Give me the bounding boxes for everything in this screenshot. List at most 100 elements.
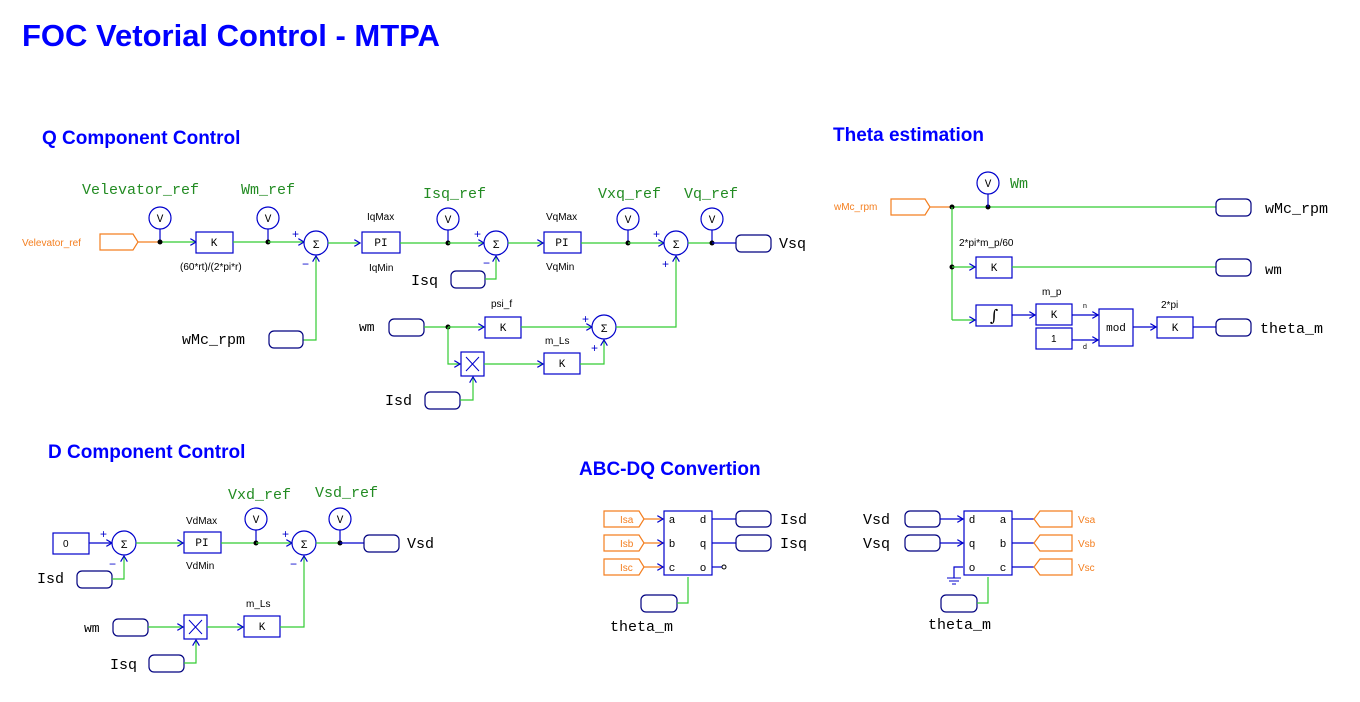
svg-text:o: o (700, 563, 707, 575)
goto-port-wmc-rpm[interactable] (268, 330, 304, 349)
svg-text:Σ: Σ (121, 540, 128, 552)
svg-text:c: c (669, 563, 676, 575)
goto-port-theta-m-out[interactable] (1215, 318, 1252, 337)
svg-text:+: + (474, 227, 481, 241)
goto-port-theta-m-in-2[interactable] (940, 594, 978, 613)
goto-port-vsq[interactable] (735, 234, 772, 253)
goto-port-vsq-in[interactable] (904, 534, 941, 552)
source-port-isa[interactable] (603, 510, 645, 528)
port-label-isd: Isd (385, 393, 412, 410)
theta-input-port[interactable] (890, 198, 931, 216)
svg-text:m_p: m_p (1042, 287, 1062, 298)
svg-text:V: V (709, 215, 716, 227)
svg-text:mod: mod (1106, 323, 1126, 335)
svg-text:q: q (700, 539, 707, 551)
svg-text:VqMin: VqMin (546, 262, 574, 273)
constant-block-zero[interactable] (52, 532, 90, 555)
svg-text:b: b (669, 539, 676, 551)
svg-text:V: V (253, 515, 260, 527)
port-label-theta-m-out: theta_m (1260, 321, 1323, 338)
svg-text:V: V (985, 179, 992, 191)
constant-block-1[interactable] (1035, 327, 1073, 350)
svg-text:a: a (1000, 515, 1007, 527)
dq-to-abc-block[interactable] (963, 510, 1013, 576)
theta-input-label: wMc_rpm (833, 202, 877, 213)
svg-text:K: K (259, 622, 266, 634)
svg-text:d: d (700, 515, 707, 527)
goto-port-isq-d[interactable] (148, 654, 185, 673)
mod-block[interactable] (1098, 308, 1134, 347)
svg-text:q: q (969, 539, 976, 551)
gain-param-rpm: (60*rt)/(2*pi*r) (180, 262, 242, 273)
ground-icon (947, 577, 961, 585)
goto-port-isd-d[interactable] (76, 570, 113, 589)
svg-text:2*pi*m_p/60: 2*pi*m_p/60 (959, 238, 1014, 249)
source-label-isa: Isa (620, 515, 634, 526)
svg-text:+: + (662, 257, 669, 271)
section-title-q: Q Component Control (42, 128, 240, 149)
svg-text:2*pi: 2*pi (1161, 300, 1178, 311)
svg-text:o: o (969, 563, 976, 575)
q-input-label: Velevator_ref (22, 238, 81, 249)
svg-text:K: K (559, 359, 566, 371)
svg-text:m_Ls: m_Ls (246, 599, 270, 610)
abc-to-dq-block[interactable] (663, 510, 713, 576)
svg-text:IqMin: IqMin (369, 263, 393, 274)
svg-text:d: d (1083, 344, 1087, 351)
goto-port-isq-out[interactable] (735, 534, 772, 552)
svg-text:Σ: Σ (493, 240, 500, 252)
theta-estimation-diagram: wMc_rpm V Wm wMc_rpm K 2*pi*m_p/60 wm ∫ … (833, 171, 1328, 351)
svg-text:psi_f: psi_f (491, 299, 512, 310)
svg-text:K: K (1051, 310, 1058, 322)
output-label-vsa: Vsa (1078, 515, 1096, 526)
svg-text:+: + (591, 341, 598, 355)
probe-label-velevator-ref: Velevator_ref (82, 182, 199, 199)
integral-icon: ∫ (990, 306, 998, 325)
svg-text:+: + (292, 227, 299, 241)
output-label-vsb: Vsb (1078, 539, 1096, 550)
goto-port-wmc-rpm-out[interactable] (1215, 198, 1252, 217)
port-label-isq-d: Isq (110, 657, 137, 674)
svg-text:PI: PI (195, 538, 208, 550)
section-title-d: D Component Control (48, 442, 245, 463)
source-port-isc[interactable] (603, 558, 645, 576)
q-input-port[interactable] (99, 233, 139, 251)
probe-label-wm-ref: Wm_ref (241, 182, 295, 199)
svg-text:+: + (582, 312, 589, 326)
goto-port-wm[interactable] (388, 318, 425, 337)
svg-text:PI: PI (374, 238, 387, 250)
svg-text:Σ: Σ (673, 240, 680, 252)
svg-text:VdMin: VdMin (186, 561, 214, 572)
svg-text:IqMax: IqMax (367, 212, 394, 223)
goto-port-vsd-in[interactable] (904, 510, 941, 528)
svg-text:K: K (500, 323, 507, 335)
probe-label-isq-ref: Isq_ref (423, 186, 486, 203)
section-title-theta: Theta estimation (833, 125, 984, 146)
page-title: FOC Vetorial Control - MTPA (22, 18, 440, 53)
svg-text:V: V (445, 215, 452, 227)
goto-port-isq[interactable] (450, 270, 486, 289)
unconnected-node-icon (721, 564, 727, 570)
goto-port-isd-out[interactable] (735, 510, 772, 528)
svg-text:a: a (669, 515, 676, 527)
output-port-vsc[interactable] (1033, 558, 1073, 576)
svg-text:K: K (991, 263, 998, 275)
port-label-wm: wm (359, 320, 375, 335)
goto-port-theta-m-in[interactable] (640, 594, 678, 613)
svg-text:Σ: Σ (313, 240, 320, 252)
source-port-isb[interactable] (603, 534, 645, 552)
svg-text:V: V (157, 214, 164, 226)
source-label-isb: Isb (620, 539, 634, 550)
probe-label-vxq-ref: Vxq_ref (598, 186, 661, 203)
goto-port-isd[interactable] (424, 391, 461, 410)
output-port-vsa[interactable] (1033, 510, 1073, 528)
goto-port-vsd[interactable] (363, 534, 400, 553)
svg-text:VdMax: VdMax (186, 516, 217, 527)
section-title-abcdq: ABC-DQ Convertion (579, 459, 761, 480)
goto-port-wm-d[interactable] (112, 618, 149, 637)
output-port-vsb[interactable] (1033, 534, 1073, 552)
probe-label-wm: Wm (1010, 176, 1028, 193)
goto-port-wm-out[interactable] (1215, 258, 1252, 277)
